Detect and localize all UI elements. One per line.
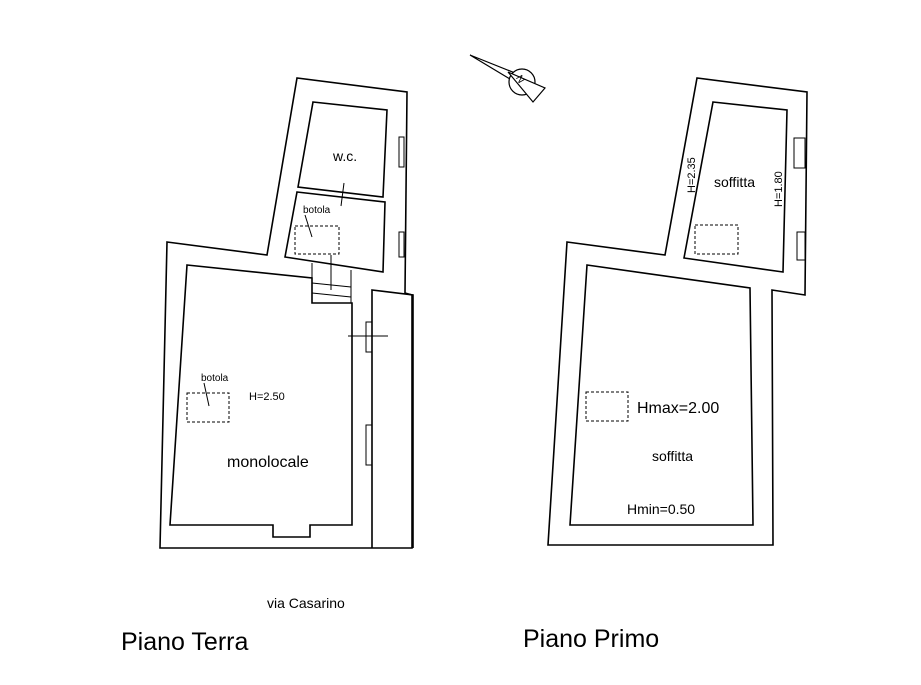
hatch-attic-main xyxy=(585,391,629,422)
ground-outer-wall xyxy=(159,77,413,549)
height-left-label: H=2.35 xyxy=(686,157,698,193)
compass-icon xyxy=(469,54,546,103)
hatch-room xyxy=(284,191,386,273)
ground-floor-plan xyxy=(159,77,414,549)
attic-small xyxy=(683,101,788,273)
hatch-small xyxy=(294,225,340,255)
attic-main-label: soffitta xyxy=(652,448,693,464)
wc-label: w.c. xyxy=(333,148,358,164)
street-label: via Casarino xyxy=(267,595,345,611)
first-floor-title: Piano Primo xyxy=(523,625,660,653)
attic-small-label: soffitta xyxy=(714,174,755,190)
hatch-main xyxy=(186,392,230,423)
windows xyxy=(365,136,405,466)
height-label: H=2.50 xyxy=(249,391,285,403)
hmax-label: Hmax=2.00 xyxy=(637,400,720,417)
height-right-label: H=1.80 xyxy=(773,171,785,207)
door-swing xyxy=(340,182,345,207)
hatch-attic xyxy=(694,224,739,255)
hatch-small-label: botola xyxy=(303,205,331,216)
hatch-main-label: botola xyxy=(201,373,229,384)
attic-main xyxy=(569,264,754,526)
wc-room xyxy=(297,101,388,198)
main-room-label: monolocale xyxy=(227,454,309,471)
hmin-label: Hmin=0.50 xyxy=(627,501,696,517)
stairs xyxy=(311,255,352,303)
first-outer-wall xyxy=(547,77,808,546)
first-floor-plan xyxy=(547,77,808,546)
ground-floor-title: Piano Terra xyxy=(121,628,249,656)
right-strip xyxy=(371,289,414,548)
